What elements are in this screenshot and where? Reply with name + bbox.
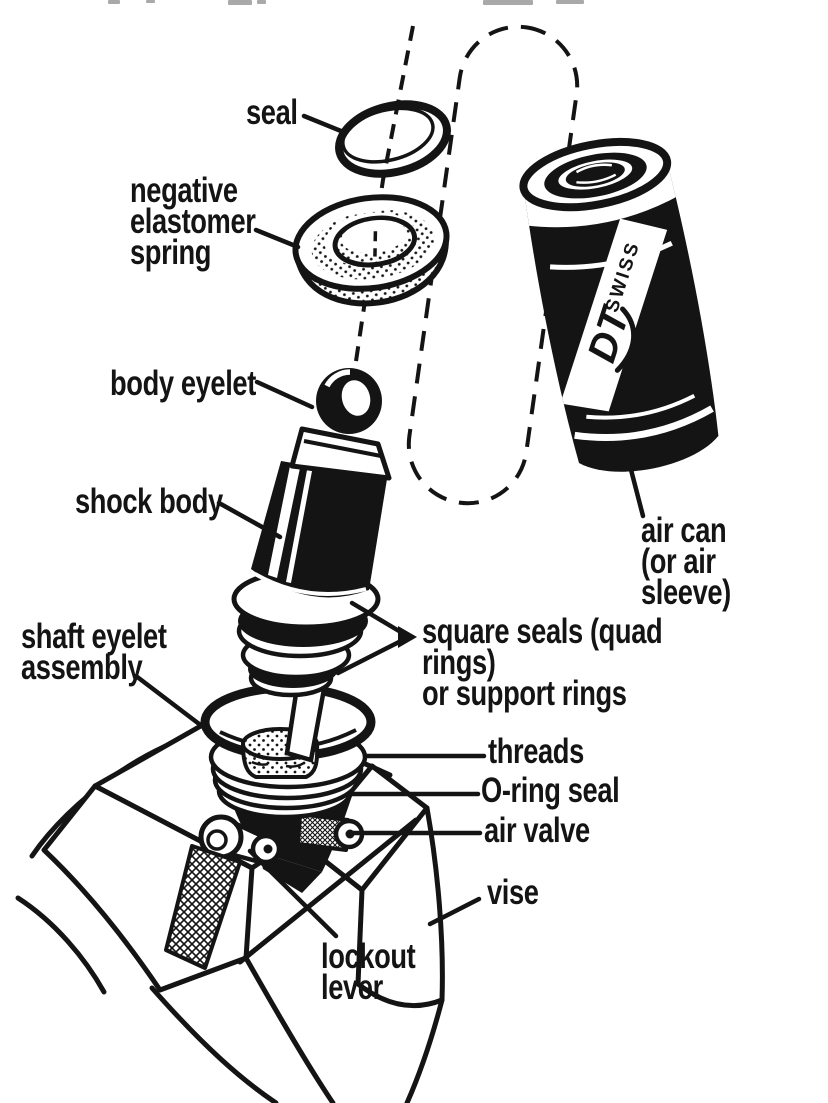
air-can-drawing: DT SWISS [517,137,719,472]
leader-air-can [626,459,646,519]
leader-square-seals-lower [335,639,402,676]
leader-shock-body [216,500,283,540]
leader-seal [301,113,344,134]
shock-body-drawing [251,368,392,598]
logo-band [560,218,668,412]
label-vise: vise [487,873,539,912]
body-eyelet-drawing [316,368,382,434]
label-air-can: air can (or air sleeve) [641,511,731,612]
label-shaft-eyelet-assembly: shaft eyelet assembly [21,617,167,687]
label-square-seals: square seals (quad rings) or support rin… [422,612,663,713]
label-negative-elastomer-spring: negative elastomer spring [130,171,256,272]
leader-lines [133,113,646,939]
label-threads: threads [488,732,584,771]
leader-shaft-eyelet [133,673,214,736]
cropped-text-fragments [108,0,584,5]
leader-elastomer [253,227,301,250]
label-shock-body: shock body [75,482,223,521]
label-air-valve: air valve [484,811,590,850]
label-body-eyelet: body eyelet [110,364,256,403]
seal-ring-drawing [335,100,451,178]
label-o-ring-seal: O-ring seal [481,771,620,810]
assembly-centerline [350,25,415,389]
label-seal: seal [246,93,298,132]
leader-vise [427,896,482,927]
can-opening [519,137,672,212]
lockout-lever-drawing [164,844,242,970]
leader-body-eyelet [254,379,315,410]
leader-lockout-lever [247,848,339,939]
label-lockout-lever: lockout lever [321,937,416,1007]
square-seals-drawing [231,568,381,698]
square-seals-arrowhead [398,626,417,648]
shaft-eyelet-assembly-drawing [200,681,376,820]
eyelet-mount-block [289,426,392,481]
air-valve-drawing [296,812,365,852]
negative-elastomer-spring-drawing [292,194,450,307]
leader-square-seals-upper [349,600,402,634]
